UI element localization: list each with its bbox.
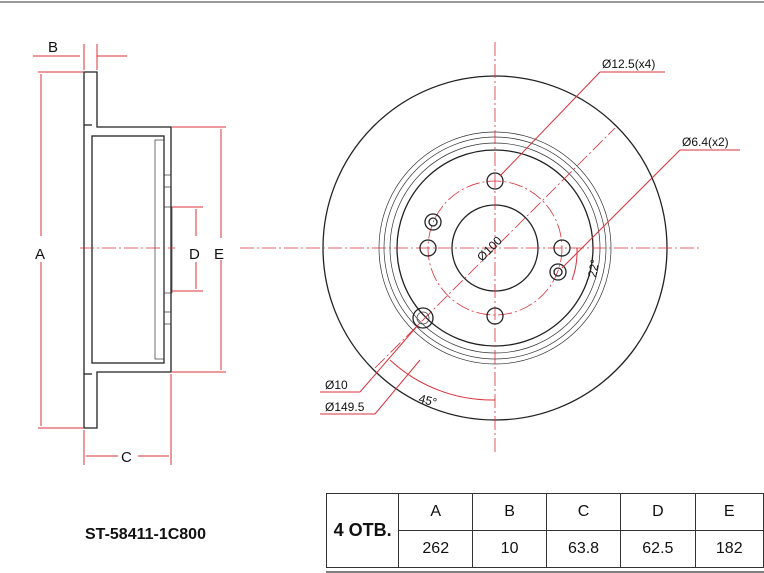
- bolt-hole: [553, 239, 571, 257]
- value-b: 10: [472, 530, 547, 568]
- note-pin-holes: Ø6.4(x2): [682, 135, 729, 149]
- bolt-hole: [486, 307, 504, 325]
- note-angle-22: 22°: [585, 258, 602, 278]
- pin-hole: [424, 213, 442, 231]
- dim-label-c: C: [121, 449, 132, 466]
- value-d: 62.5: [620, 530, 696, 568]
- header-a: A: [398, 493, 474, 531]
- note-hole-10: Ø10: [325, 378, 348, 392]
- bolt-hole: [486, 172, 504, 190]
- note-circle-149: Ø149.5: [325, 400, 365, 414]
- dim-label-a: A: [35, 246, 45, 263]
- front-view: Ø12.5(x4) Ø6.4(x2) Ø100 22° Ø10 Ø149.5 4…: [240, 42, 740, 452]
- value-a: 262: [398, 530, 474, 568]
- header-d: D: [620, 493, 696, 531]
- header-b: B: [472, 493, 547, 531]
- dim-label-e: E: [214, 246, 224, 263]
- header-e: E: [694, 493, 764, 531]
- dimensions-table: 4 ОТВ. A B C D E 262 10 63.8 62.5 182: [325, 493, 764, 568]
- part-number: ST-58411-1C800: [85, 526, 206, 543]
- dim-label-b: B: [48, 39, 58, 56]
- header-c: C: [545, 493, 622, 531]
- bolt-hole: [419, 239, 437, 257]
- value-e: 182: [694, 530, 764, 568]
- side-view: B A C D E: [33, 39, 226, 466]
- dim-label-d: D: [189, 246, 200, 263]
- note-angle-45: 45°: [417, 391, 438, 409]
- value-c: 63.8: [545, 530, 622, 568]
- pin-hole: [549, 263, 567, 281]
- note-bolt-holes: Ø12.5(x4): [602, 57, 655, 71]
- note-pcd: Ø100: [474, 233, 505, 264]
- holes-count: 4 ОТВ.: [325, 493, 400, 568]
